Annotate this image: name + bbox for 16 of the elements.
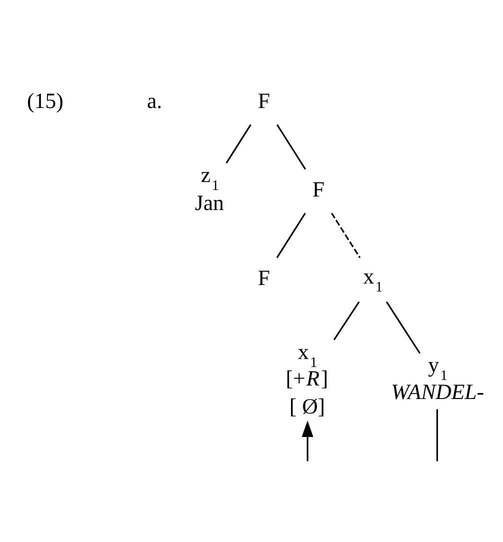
label: (15)	[27, 88, 64, 112]
node-text: F	[258, 88, 270, 112]
arrow	[302, 420, 314, 461]
node-text: F	[312, 176, 325, 201]
node-text: x$_{1}$ [+R] [ Ø]	[286, 339, 328, 418]
connector	[436, 408, 438, 461]
connector	[386, 300, 421, 354]
node-text: x$_{1}$	[363, 264, 383, 296]
node-text: F	[258, 265, 270, 290]
node-text: y$_{1}$ WANDEL-	[391, 352, 484, 404]
label: a.	[147, 88, 162, 112]
connector	[333, 300, 360, 340]
connector	[330, 212, 361, 258]
connector	[226, 124, 252, 163]
connector	[276, 212, 306, 258]
connector	[276, 124, 306, 170]
